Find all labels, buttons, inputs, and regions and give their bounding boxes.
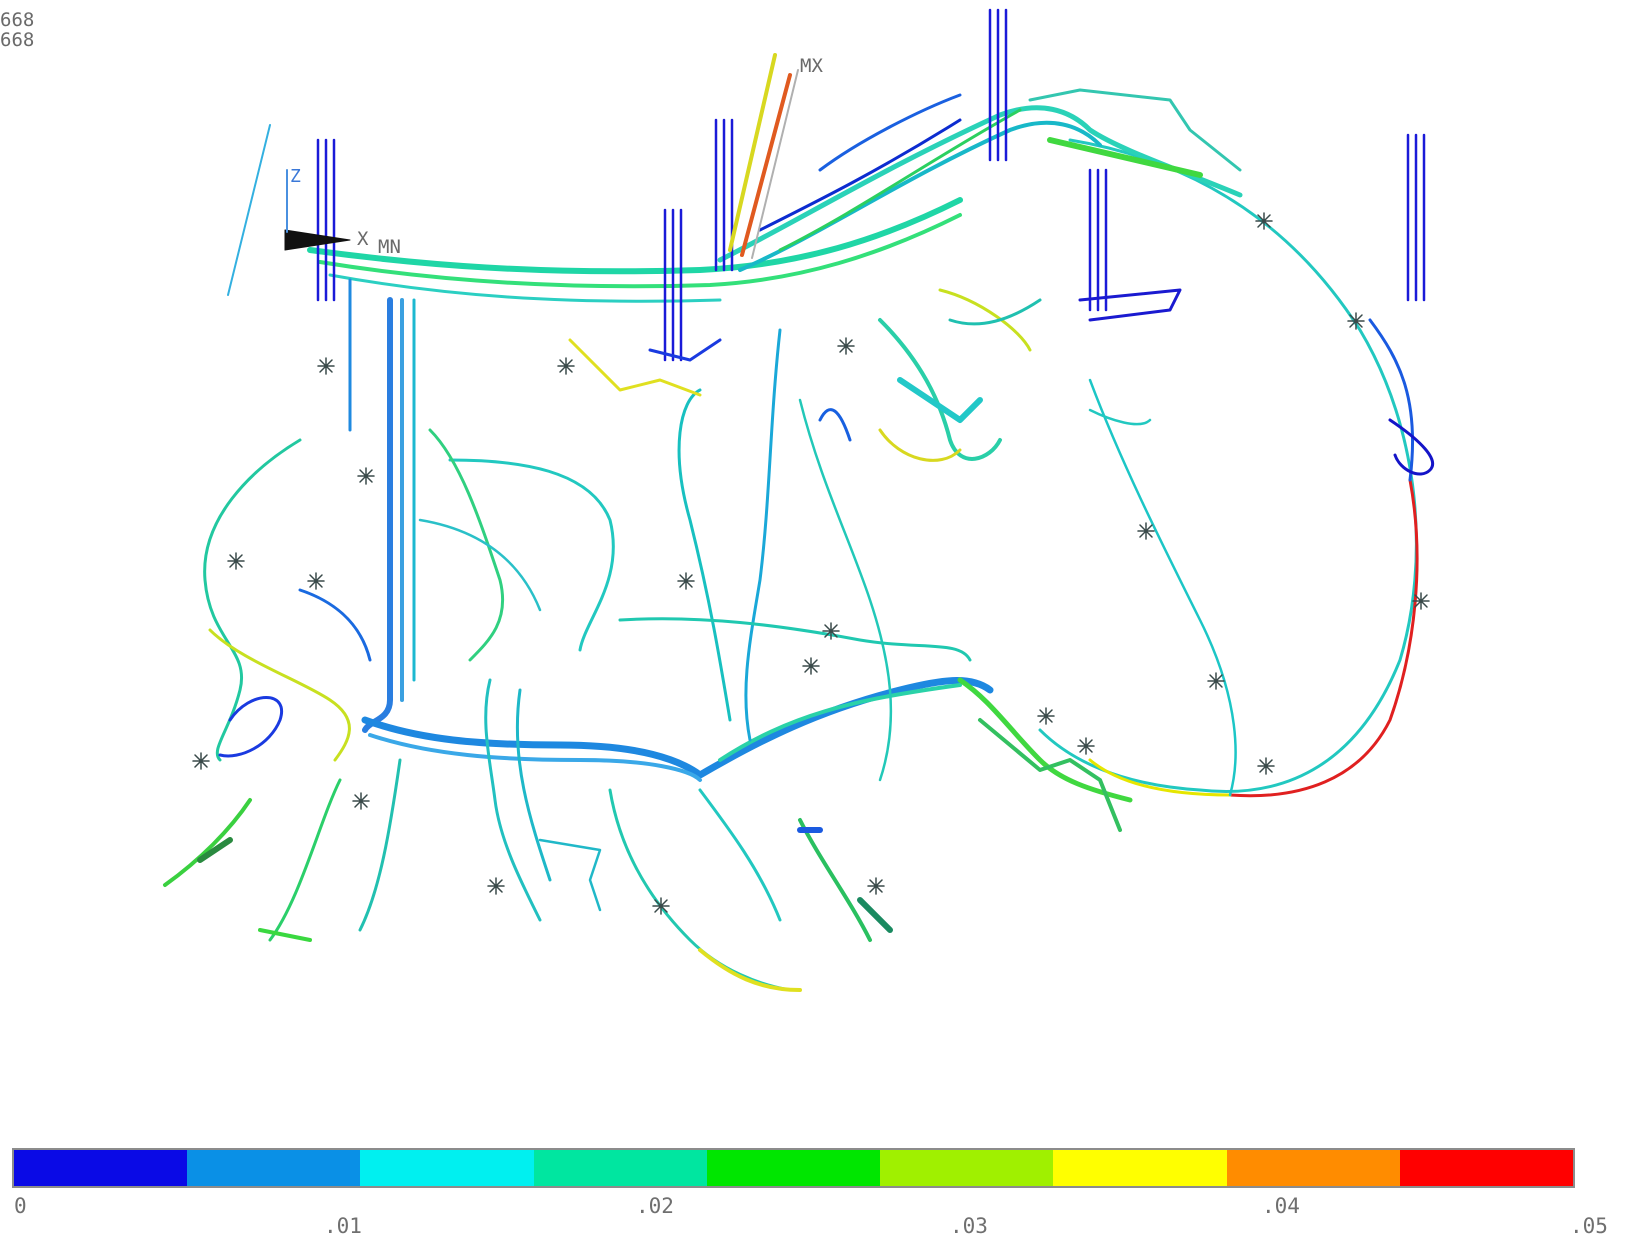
- middle-branch-loops: [418, 328, 972, 782]
- support-symbols: [192, 212, 1430, 915]
- triad-x-label: X: [357, 228, 369, 250]
- legend-band-4: [706, 1150, 881, 1186]
- vertical-stubs: [316, 8, 1426, 362]
- lower-branches: [484, 678, 893, 992]
- legend-band-7: [1226, 1150, 1400, 1186]
- max-stress-stubs: [728, 53, 799, 259]
- min-marker-label: MN: [378, 236, 401, 258]
- max-marker-label: MX: [800, 55, 823, 77]
- axis-line: [227, 124, 271, 296]
- legend-tick-4: .04: [1262, 1194, 1300, 1218]
- lower-horizontal-trunk: [361, 677, 1133, 832]
- coordinate-triad: [284, 169, 351, 251]
- legend-tick-0: 0: [14, 1194, 27, 1218]
- legend-band-1: [187, 1150, 361, 1186]
- legend-tick-3: .03: [950, 1214, 988, 1238]
- left-vertical-trunk: [348, 278, 416, 733]
- legend-band-3: [533, 1150, 707, 1186]
- header-readout: 668 668: [0, 10, 34, 50]
- legend-tick-2: .02: [636, 1194, 674, 1218]
- legend-band-2: [360, 1150, 534, 1186]
- header-line-2: 668: [0, 29, 35, 51]
- legend-tick-5: .05: [1570, 1214, 1608, 1238]
- legend-tick-1: .01: [324, 1214, 362, 1238]
- header-line-1: 668: [0, 9, 35, 31]
- right-middle-block: [568, 288, 1182, 462]
- triad-z-label: Z: [290, 166, 301, 187]
- model-viewport[interactable]: Z X MN MX: [0, 0, 1627, 1140]
- left-branch-loops: [163, 438, 402, 942]
- contour-legend-bar: [12, 1148, 1575, 1188]
- legend-band-8: [1399, 1150, 1573, 1186]
- legend-band-5: [880, 1150, 1054, 1186]
- legend-band-6: [1053, 1150, 1227, 1186]
- top-trunk-bundle: [307, 88, 1243, 303]
- legend-band-0: [14, 1150, 188, 1186]
